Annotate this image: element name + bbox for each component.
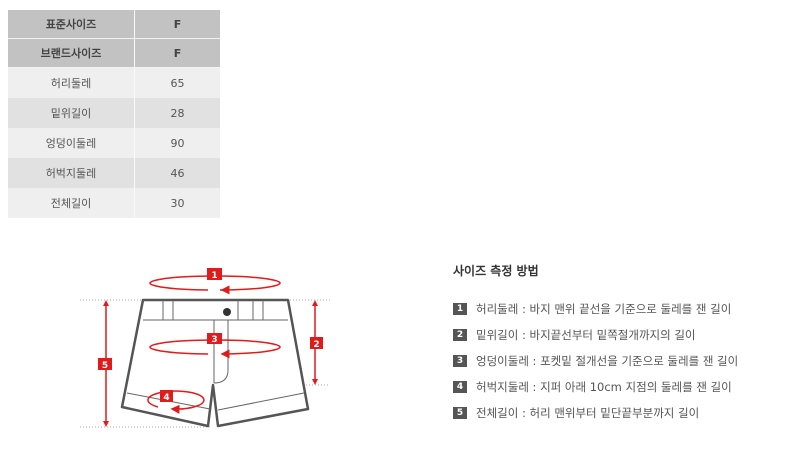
guide-text: 전체길이 : 허리 맨위부터 밑단끝부분까지 길이 (476, 406, 700, 420)
guide-text: 엉덩이둘레 : 포켓밑 절개선을 기준으로 둘레를 잰 길이 (476, 354, 739, 368)
guide-item: 5 전체길이 : 허리 맨위부터 밑단끝부분까지 길이 (453, 400, 738, 426)
marker-2-label: 2 (313, 340, 319, 350)
row-value: 28 (134, 98, 220, 128)
marker-3 (207, 333, 222, 344)
marker-5-label: 5 (102, 361, 108, 371)
number-badge: 2 (453, 329, 467, 341)
row-value: 30 (134, 188, 220, 218)
marker-5 (98, 358, 112, 370)
button-icon (223, 308, 231, 316)
marker-4 (160, 390, 173, 402)
row-label: 허리둘레 (8, 67, 135, 98)
marker-4-label: 4 (163, 393, 169, 403)
row-value: 65 (134, 67, 220, 98)
guide-text: 밑위길이 : 바지끝선부터 밑쪽절개까지의 길이 (476, 328, 696, 342)
marker-1 (207, 268, 222, 280)
guide-item: 3 엉덩이둘레 : 포켓밑 절개선을 기준으로 둘레를 잰 길이 (453, 348, 738, 374)
number-badge: 1 (453, 303, 467, 315)
header-value: F (134, 10, 220, 39)
guide-item: 4 허벅지둘레 : 지퍼 아래 10cm 지점의 둘레를 잰 길이 (453, 374, 738, 400)
guide-title: 사이즈 측정 방법 (453, 264, 539, 278)
row-value: 90 (134, 128, 220, 158)
row-value: 46 (134, 158, 220, 188)
marker-2 (310, 337, 323, 349)
marker-3-label: 3 (211, 335, 217, 345)
header-label: 표준사이즈 (8, 10, 135, 39)
guide-text: 허리둘레 : 바지 맨위 끝선을 기준으로 둘레를 잰 길이 (476, 302, 732, 316)
guide-item: 2 밑위길이 : 바지끝선부터 밑쪽절개까지의 길이 (453, 322, 738, 348)
row-label: 허벅지둘레 (8, 158, 135, 188)
row-label: 밑위길이 (8, 98, 135, 128)
guide-text: 허벅지둘레 : 지퍼 아래 10cm 지점의 둘레를 잰 길이 (476, 380, 732, 394)
shorts-outline (120, 298, 310, 428)
number-badge: 3 (453, 355, 467, 367)
shorts-measurement-diagram: 1 2 3 4 5 (80, 268, 330, 428)
row-label: 엉덩이둘레 (8, 128, 135, 158)
number-badge: 4 (453, 381, 467, 393)
header-value: F (134, 38, 220, 68)
number-badge: 5 (453, 407, 467, 419)
marker-1-label: 1 (211, 271, 217, 281)
measurement-guide: 사이즈 측정 방법 1 허리둘레 : 바지 맨위 끝선을 기준으로 둘레를 잰 길… (453, 262, 738, 426)
row-label: 전체길이 (8, 188, 135, 218)
header-label: 브랜드사이즈 (8, 38, 135, 68)
guide-item: 1 허리둘레 : 바지 맨위 끝선을 기준으로 둘레를 잰 길이 (453, 296, 738, 322)
